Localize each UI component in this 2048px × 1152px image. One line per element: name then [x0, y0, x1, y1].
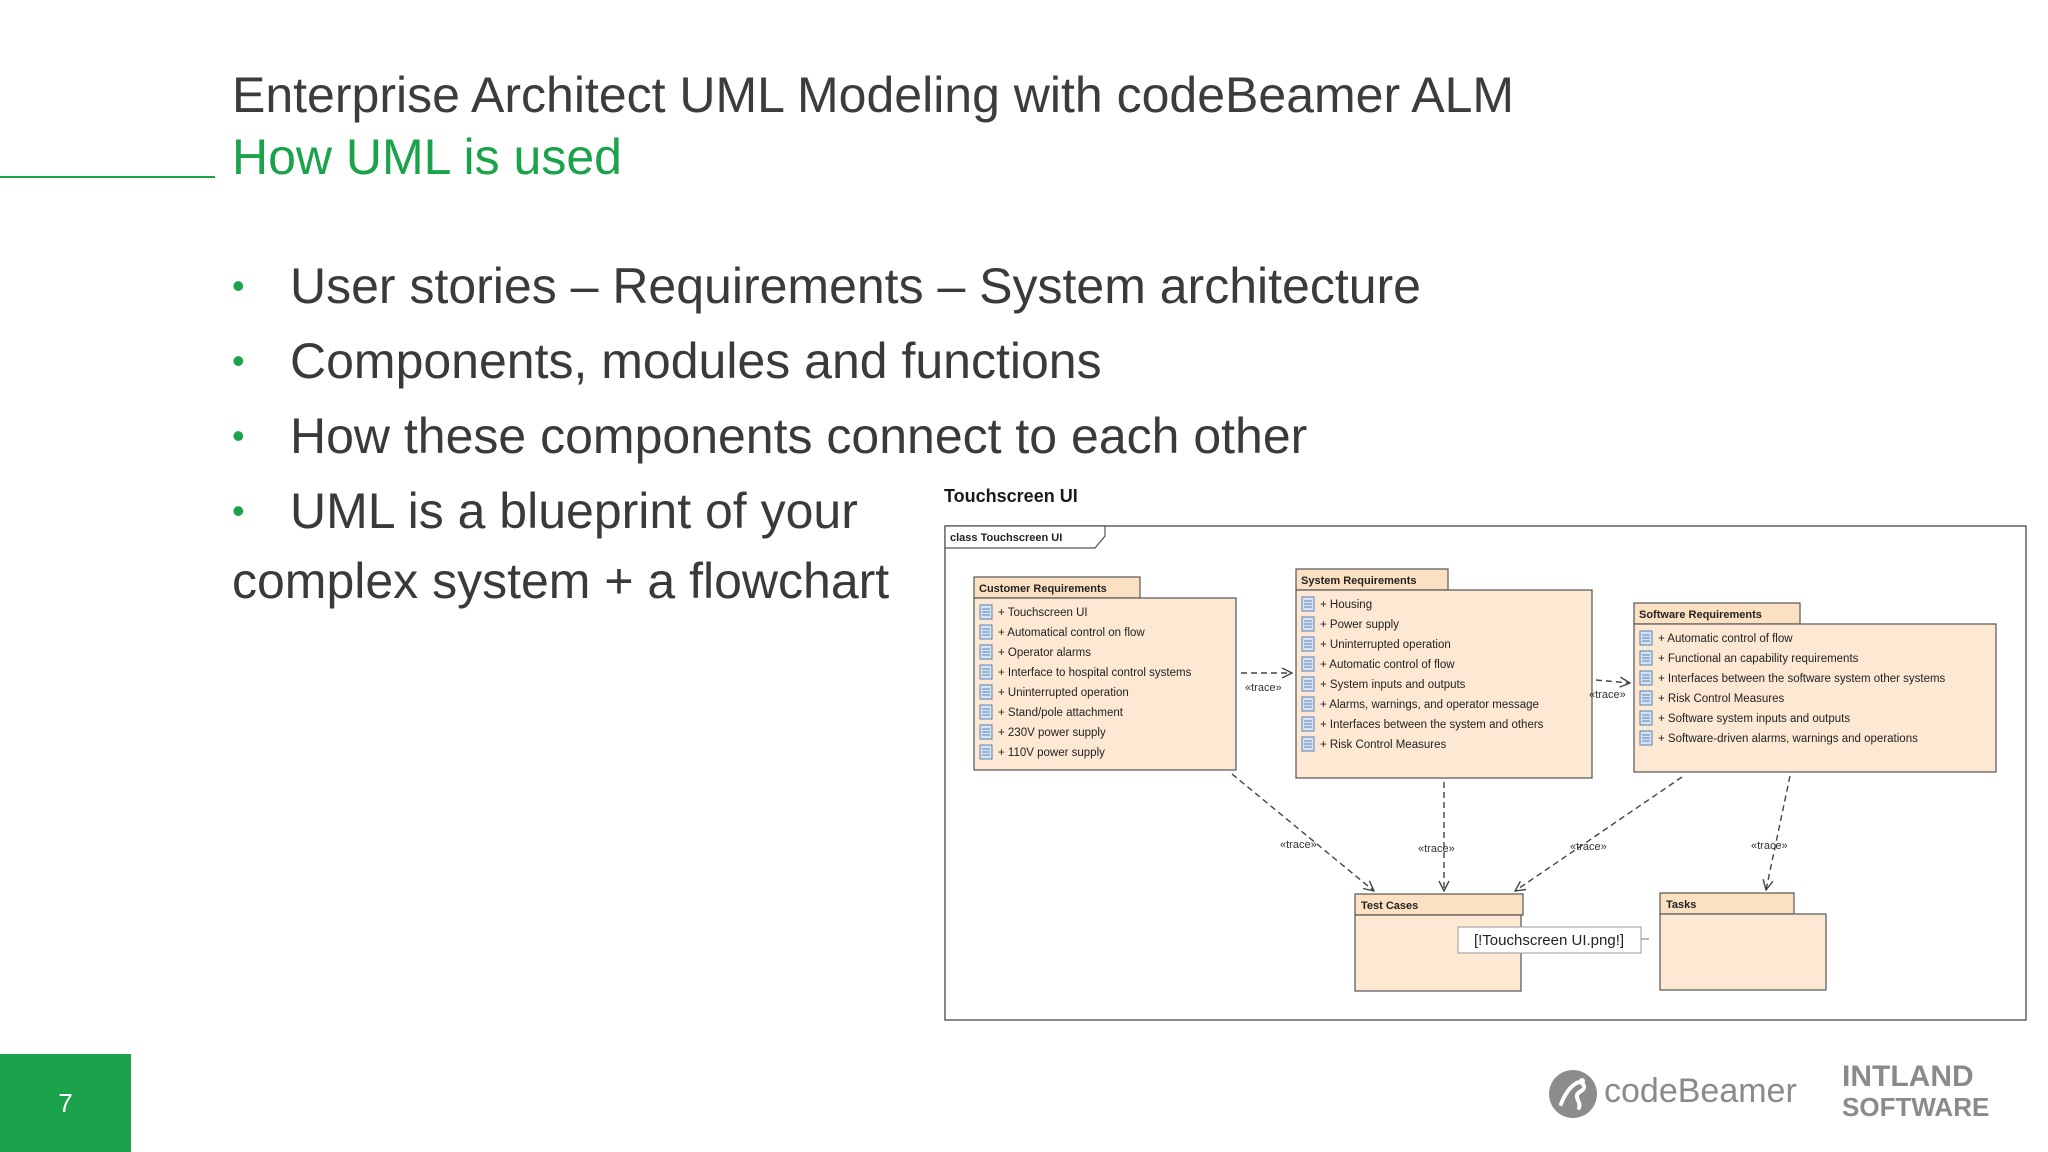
requirement-item: + Touchscreen UI: [998, 607, 1088, 619]
package-title: Tasks: [1666, 899, 1696, 911]
trace-arrow: [1231, 773, 1374, 891]
requirement-item: + Stand/pole attachment: [998, 707, 1124, 719]
package-title: Software Requirements: [1639, 609, 1762, 621]
image-placeholder-tooltip: [!Touchscreen UI.png!]: [1457, 926, 1649, 954]
requirement-icon: [1639, 710, 1653, 726]
bullet-marker: •: [232, 415, 245, 456]
requirement-item: + Automatical control on flow: [998, 627, 1145, 639]
requirement-item: + Uninterrupted operation: [998, 687, 1129, 699]
trace-label: «trace»: [1245, 682, 1282, 694]
frame-label: class Touchscreen UI: [950, 532, 1062, 544]
requirement-icon: [979, 644, 993, 660]
package-test-cases: Test Cases: [1354, 893, 1524, 992]
tooltip-text: [!Touchscreen UI.png!]: [1474, 932, 1624, 949]
requirement-item: + Automatic control of flow: [1658, 633, 1793, 645]
trace-label: «trace»: [1751, 840, 1788, 852]
bullet-marker: •: [232, 340, 245, 381]
frame-label-tab: [944, 525, 1106, 549]
package-software-requirements: Software Requirements + Automatic contro…: [1633, 602, 1997, 773]
requirement-icon: [1301, 696, 1315, 712]
page-number-box: 7: [0, 1054, 131, 1152]
requirement-icon: [1301, 616, 1315, 632]
trace-label: «trace»: [1418, 843, 1455, 855]
requirement-icon: [1301, 596, 1315, 612]
requirement-icon: [1301, 636, 1315, 652]
requirement-icon: [979, 724, 993, 740]
requirement-item: + Automatic control of flow: [1320, 659, 1455, 671]
requirement-item: + Risk Control Measures: [1320, 739, 1446, 751]
requirement-item: + Uninterrupted operation: [1320, 639, 1451, 651]
requirement-item: + Software-driven alarms, warnings and o…: [1658, 733, 1918, 745]
requirement-item: + Software system inputs and outputs: [1658, 713, 1850, 725]
codebeamer-logo: [1549, 1070, 1597, 1118]
package-system-requirements: System Requirements + Housing + Power su…: [1295, 568, 1593, 779]
requirement-icon: [1639, 670, 1653, 686]
package-title: Test Cases: [1361, 900, 1418, 912]
package-title: Customer Requirements: [979, 583, 1107, 595]
codebeamer-wordmark: codeBeamer: [1604, 1072, 1797, 1110]
requirement-icon: [1639, 690, 1653, 706]
requirement-icon: [1301, 676, 1315, 692]
intland-wordmark: INTLAND: [1842, 1060, 1974, 1093]
requirement-item: + Interfaces between the software system…: [1658, 673, 1946, 685]
requirement-item: + Interfaces between the system and othe…: [1320, 719, 1544, 731]
requirement-icon: [979, 604, 993, 620]
requirement-item: + Operator alarms: [998, 647, 1091, 659]
requirement-icon: [979, 684, 993, 700]
requirement-icon: [979, 744, 993, 760]
trace-label: «trace»: [1589, 689, 1626, 701]
trace-label: «trace»: [1570, 841, 1607, 853]
diagram-caption: Touchscreen UI: [944, 486, 1078, 506]
requirement-item: + Housing: [1320, 599, 1372, 611]
bullet-marker: •: [232, 490, 245, 531]
trace-arrow: [1595, 680, 1630, 683]
requirement-icon: [979, 704, 993, 720]
package-tasks: Tasks: [1659, 892, 1827, 991]
requirement-item: + 230V power supply: [998, 727, 1106, 739]
requirement-icon: [1301, 716, 1315, 732]
bullet-continuation: complex system + a flowchart: [232, 553, 890, 609]
requirement-item: + System inputs and outputs: [1320, 679, 1466, 691]
requirement-item: + Alarms, warnings, and operator message: [1320, 699, 1539, 711]
slide-subtitle: How UML is used: [232, 129, 622, 185]
requirement-icon: [1639, 730, 1653, 746]
software-wordmark: SOFTWARE: [1842, 1092, 1990, 1122]
package-customer-requirements: Customer Requirements + Touchscreen UI +…: [973, 576, 1237, 771]
bullet-marker: •: [232, 265, 245, 306]
package-title: System Requirements: [1301, 575, 1417, 587]
codebeamer-logo-icon: [1549, 1070, 1597, 1118]
requirement-icon: [1301, 656, 1315, 672]
requirement-icon: [979, 664, 993, 680]
requirement-icon: [1639, 630, 1653, 646]
requirement-item: + 110V power supply: [998, 747, 1105, 759]
uml-diagram: class Touchscreen UI Customer Requiremen…: [944, 525, 2027, 1021]
requirement-item: + Functional an capability requirements: [1658, 653, 1859, 665]
title-accent-line: [0, 176, 215, 178]
requirement-item: + Interface to hospital control systems: [998, 667, 1192, 679]
requirement-icon: [1639, 650, 1653, 666]
slide-title: Enterprise Architect UML Modeling with c…: [232, 67, 1515, 123]
requirement-icon: [979, 624, 993, 640]
requirement-item: + Risk Control Measures: [1658, 693, 1784, 705]
page-number: 7: [58, 1088, 73, 1118]
trace-label: «trace»: [1280, 839, 1317, 851]
requirement-icon: [1301, 736, 1315, 752]
trace-arrow: [1515, 776, 1683, 891]
requirement-item: + Power supply: [1320, 619, 1399, 631]
